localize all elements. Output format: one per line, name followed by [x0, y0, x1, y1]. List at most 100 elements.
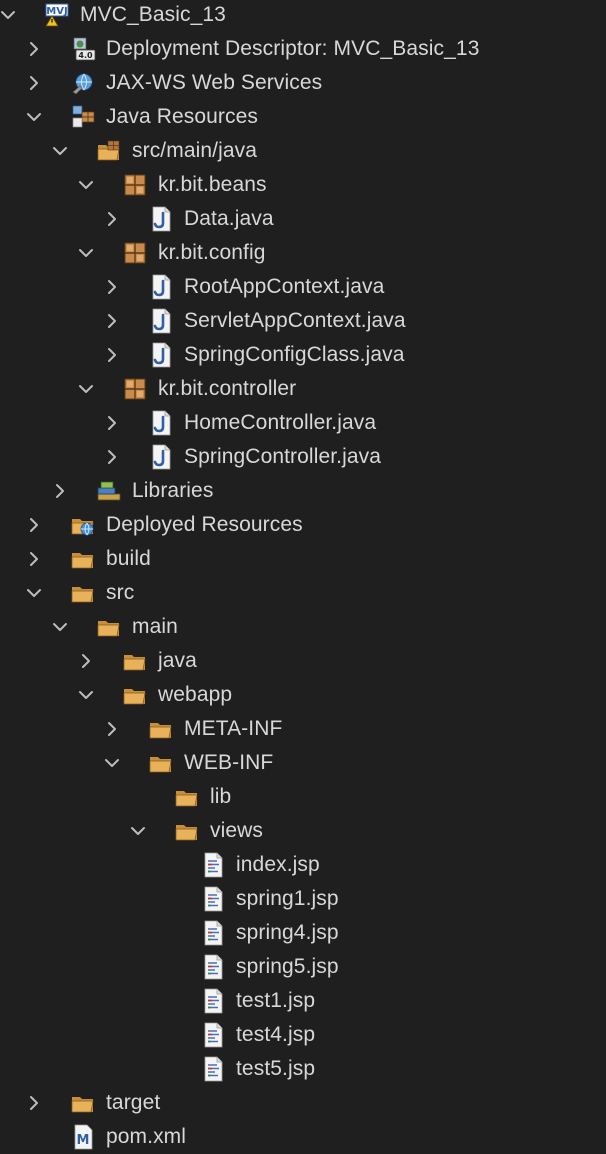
- tree-item[interactable]: main: [0, 610, 606, 644]
- svg-text:4.0: 4.0: [78, 51, 93, 60]
- tree-item[interactable]: java: [0, 644, 606, 678]
- jsp-file-icon: [200, 1056, 226, 1082]
- chevron-right-icon[interactable]: [103, 414, 121, 432]
- tree-item-label: build: [106, 547, 151, 570]
- tree-item[interactable]: test1.jsp: [0, 984, 606, 1018]
- jsp-file-icon: [200, 1022, 226, 1048]
- chevron-down-icon[interactable]: [77, 244, 95, 262]
- tree-item[interactable]: src/main/java: [0, 134, 606, 168]
- tree-item[interactable]: Deployed Resources: [0, 508, 606, 542]
- chevron-right-icon[interactable]: [25, 74, 43, 92]
- tree-item-label: test1.jsp: [236, 989, 316, 1012]
- tree-item-label: WEB-INF: [184, 751, 274, 774]
- tree-item-label: test5.jsp: [236, 1057, 316, 1080]
- tree-item-label: test4.jsp: [236, 1023, 316, 1046]
- jsp-file-icon: [200, 852, 226, 878]
- tree-item-label: src/main/java: [132, 139, 258, 162]
- deployment-descriptor-icon: 4.0: [70, 36, 96, 62]
- tree-item[interactable]: test4.jsp: [0, 1018, 606, 1052]
- svg-text:M: M: [77, 1133, 90, 1148]
- chevron-down-icon[interactable]: [77, 380, 95, 398]
- tree-item[interactable]: views: [0, 814, 606, 848]
- chevron-down-icon[interactable]: [103, 754, 121, 772]
- tree-item-label: Libraries: [132, 479, 214, 502]
- tree-item[interactable]: Data.java: [0, 202, 606, 236]
- tree-item[interactable]: META-INF: [0, 712, 606, 746]
- java-file-icon: [148, 410, 174, 436]
- jsp-file-icon: [200, 988, 226, 1014]
- tree-item[interactable]: JAX-WS Web Services: [0, 66, 606, 100]
- java-file-icon: [148, 444, 174, 470]
- chevron-right-icon[interactable]: [103, 448, 121, 466]
- folder-icon: [70, 546, 96, 572]
- java-resources-icon: [70, 104, 96, 130]
- java-file-icon: [148, 308, 174, 334]
- tree-item[interactable]: WEB-INF: [0, 746, 606, 780]
- chevron-right-icon[interactable]: [103, 346, 121, 364]
- chevron-right-icon[interactable]: [25, 40, 43, 58]
- tree-item[interactable]: src: [0, 576, 606, 610]
- chevron-right-icon[interactable]: [77, 652, 95, 670]
- chevron-down-icon[interactable]: [129, 822, 147, 840]
- tree-item[interactable]: SpringConfigClass.java: [0, 338, 606, 372]
- chevron-right-icon[interactable]: [51, 482, 69, 500]
- folder-icon: [70, 580, 96, 606]
- tree-item-label: JAX-WS Web Services: [106, 71, 323, 94]
- chevron-down-icon[interactable]: [25, 108, 43, 126]
- chevron-right-icon[interactable]: [25, 1094, 43, 1112]
- tree-item[interactable]: ServletAppContext.java: [0, 304, 606, 338]
- tree-item-label: views: [210, 819, 264, 842]
- libraries-icon: [96, 478, 122, 504]
- tree-item[interactable]: kr.bit.controller: [0, 372, 606, 406]
- chevron-down-icon[interactable]: [51, 618, 69, 636]
- tree-item-label: MVC_Basic_13: [80, 3, 226, 26]
- chevron-down-icon[interactable]: [77, 686, 95, 704]
- web-services-icon: [70, 70, 96, 96]
- tree-item[interactable]: target: [0, 1086, 606, 1120]
- tree-item-label: SpringConfigClass.java: [184, 343, 405, 366]
- tree-item-label: main: [132, 615, 178, 638]
- tree-item-label: src: [106, 581, 135, 604]
- chevron-down-icon[interactable]: [0, 6, 17, 24]
- tree-item-label: Java Resources: [106, 105, 258, 128]
- tree-item[interactable]: Java Resources: [0, 100, 606, 134]
- chevron-right-icon[interactable]: [25, 516, 43, 534]
- tree-item-label: spring1.jsp: [236, 887, 339, 910]
- chevron-right-icon[interactable]: [103, 210, 121, 228]
- tree-item-label: index.jsp: [236, 853, 320, 876]
- tree-item[interactable]: spring1.jsp: [0, 882, 606, 916]
- tree-item[interactable]: kr.bit.beans: [0, 168, 606, 202]
- chevron-right-icon[interactable]: [103, 720, 121, 738]
- tree-item[interactable]: SpringController.java: [0, 440, 606, 474]
- tree-item[interactable]: index.jsp: [0, 848, 606, 882]
- tree-item[interactable]: Libraries: [0, 474, 606, 508]
- tree-item[interactable]: HomeController.java: [0, 406, 606, 440]
- tree-item-label: HomeController.java: [184, 411, 377, 434]
- chevron-right-icon[interactable]: [103, 312, 121, 330]
- tree-item[interactable]: RootAppContext.java: [0, 270, 606, 304]
- chevron-right-icon[interactable]: [103, 278, 121, 296]
- chevron-right-icon[interactable]: [25, 550, 43, 568]
- tree-item[interactable]: 4.0 Deployment Descriptor: MVC_Basic_13: [0, 32, 606, 66]
- project-warning-icon: MVJ: [44, 2, 70, 28]
- tree-item-label: Deployment Descriptor: MVC_Basic_13: [106, 37, 480, 60]
- chevron-down-icon[interactable]: [77, 176, 95, 194]
- chevron-down-icon[interactable]: [51, 142, 69, 160]
- tree-item[interactable]: lib: [0, 780, 606, 814]
- package-icon: [122, 376, 148, 402]
- tree-item[interactable]: spring5.jsp: [0, 950, 606, 984]
- tree-item-label: target: [106, 1091, 161, 1114]
- tree-item-label: RootAppContext.java: [184, 275, 385, 298]
- tree-item[interactable]: test5.jsp: [0, 1052, 606, 1086]
- tree-item[interactable]: spring4.jsp: [0, 916, 606, 950]
- tree-item[interactable]: MVJ MVC_Basic_13: [0, 0, 606, 32]
- tree-item[interactable]: build: [0, 542, 606, 576]
- jsp-file-icon: [200, 886, 226, 912]
- tree-item[interactable]: kr.bit.config: [0, 236, 606, 270]
- tree-item-label: webapp: [158, 683, 233, 706]
- chevron-down-icon[interactable]: [25, 584, 43, 602]
- tree-item-label: SpringController.java: [184, 445, 382, 468]
- tree-item[interactable]: webapp: [0, 678, 606, 712]
